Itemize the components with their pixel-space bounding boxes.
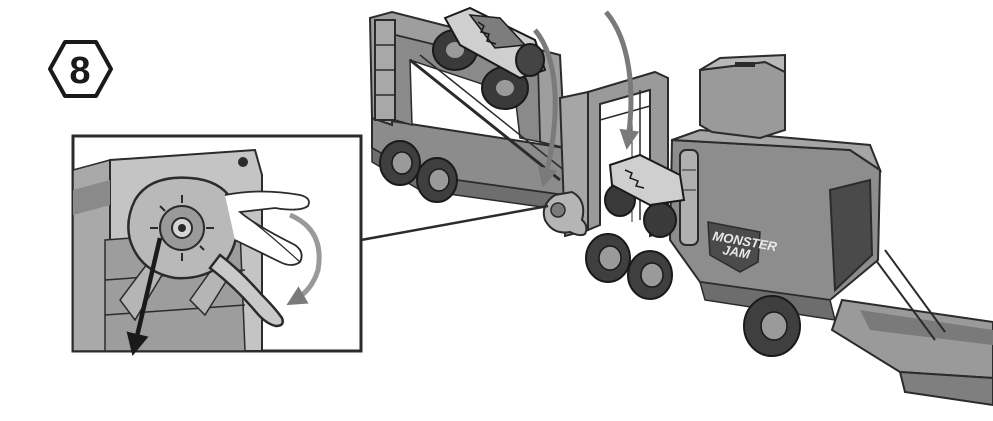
logo-line-2: JAM (721, 242, 752, 262)
curved-down-arrow-icon (533, 28, 558, 188)
monster-jam-logo: MONSTER JAM (707, 221, 779, 273)
hexagon-badge-icon (48, 40, 113, 98)
motion-arrows (533, 10, 640, 188)
straight-down-arrow-icon (126, 237, 163, 356)
detail-inset (71, 134, 363, 356)
truck-cab: MONSTER JAM (668, 53, 883, 321)
release-lever (542, 190, 588, 237)
curved-down-arrow-icon (604, 10, 640, 150)
launch-ramp (830, 249, 993, 407)
lever-handle (208, 253, 284, 328)
finger-hand-icon (224, 190, 310, 266)
toy-truck-illustration: MONSTER JAM (368, 6, 993, 407)
rotation-arrow-icon (286, 212, 322, 306)
step-number: 8 (69, 50, 90, 92)
cab-wheels (585, 233, 801, 357)
top-monster-truck (432, 6, 547, 110)
lower-monster-truck (604, 153, 686, 238)
callout-leader-line (360, 204, 549, 242)
trailer-wheels (379, 140, 458, 203)
step-badge: 8 (48, 40, 113, 98)
